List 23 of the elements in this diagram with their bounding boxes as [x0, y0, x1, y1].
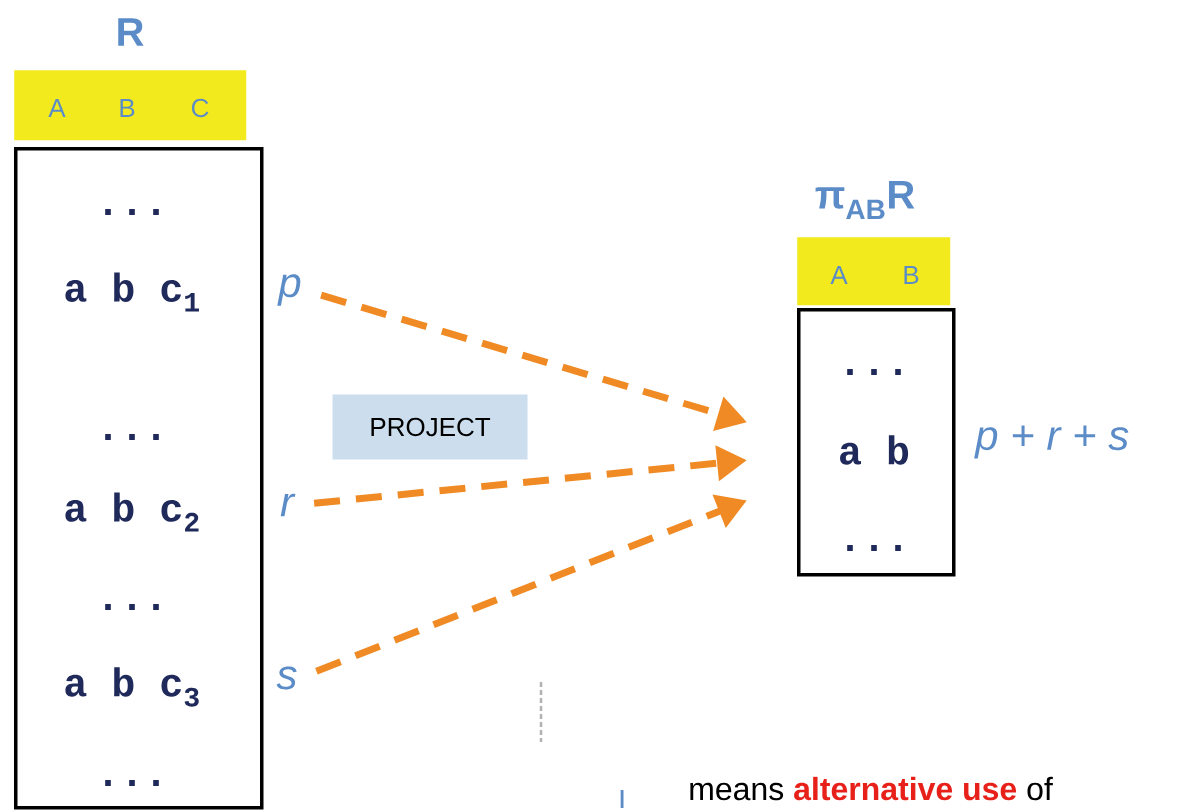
multiplicity-label: p	[277, 274, 301, 306]
multiplicity-label: s	[276, 666, 297, 690]
note-text: means alternative use of	[690, 776, 1053, 801]
row-text: a b c$_{2}$	[65, 492, 199, 532]
row-text: a b c$_{1}$	[65, 272, 199, 312]
row-text: ...	[105, 434, 159, 440]
relation-name: π$_{AB}$R	[815, 180, 915, 220]
row-text: ...	[105, 604, 159, 610]
multiplicity-label: r	[280, 493, 296, 517]
row-text: ...	[105, 209, 159, 215]
operation-box: PROJECT	[332, 394, 528, 460]
relation-name: R	[118, 18, 144, 46]
column-header: A	[48, 99, 66, 117]
multiplicity-label: p + r + s	[974, 425, 1129, 459]
row-text: ...	[847, 545, 901, 551]
column-header: B	[120, 99, 135, 117]
row-text: a b	[840, 435, 909, 465]
row-text: a b c$_{3}$	[65, 667, 199, 707]
column-header: A	[830, 266, 848, 284]
column-header: C	[191, 98, 209, 118]
row-text: ...	[105, 780, 159, 786]
column-header: B	[904, 266, 919, 284]
row-text: ...	[847, 369, 901, 375]
